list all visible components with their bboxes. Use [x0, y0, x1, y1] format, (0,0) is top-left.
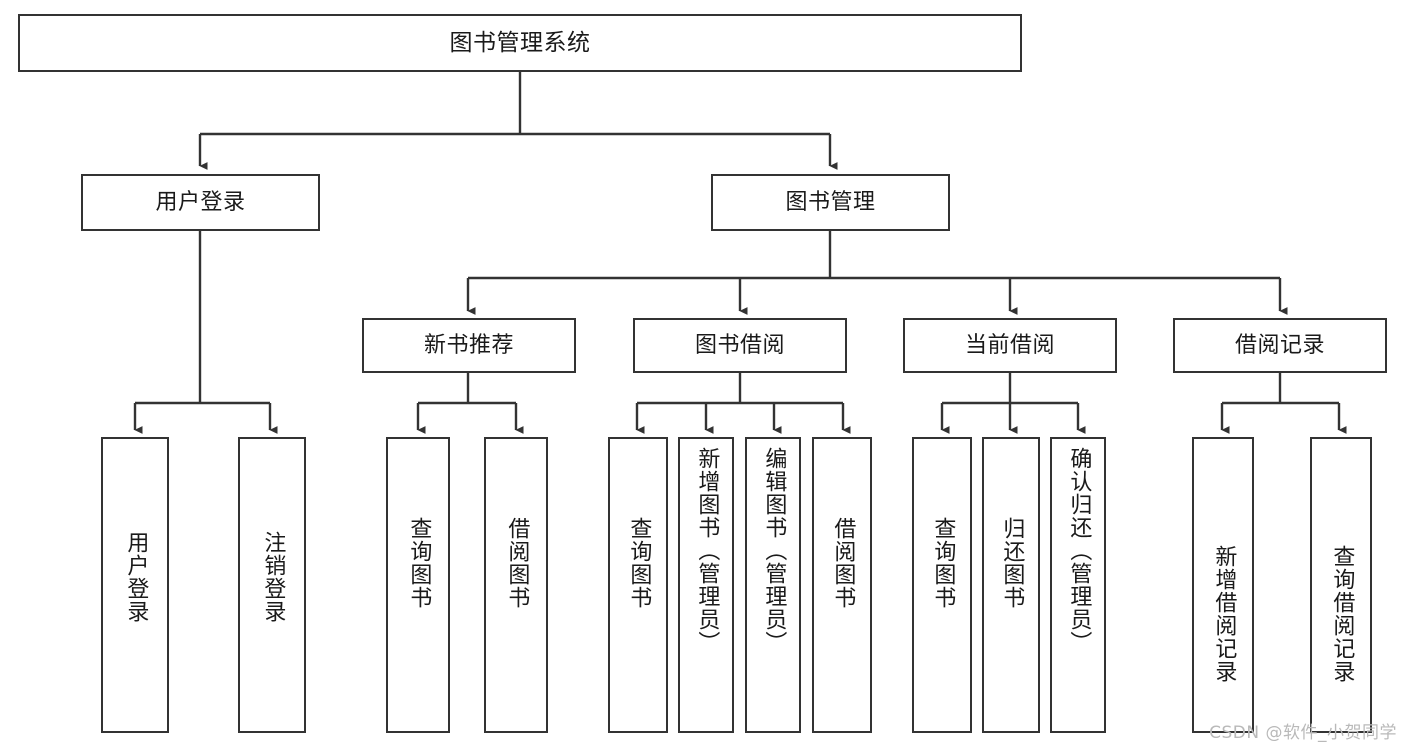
- leaf-edit-book[interactable]: 编辑图书（管理员）: [745, 437, 801, 733]
- node-label: 查询借阅记录: [1329, 545, 1355, 683]
- node-label: 用户登录: [123, 531, 149, 623]
- node-label: 新增图书（管理员）: [694, 447, 720, 654]
- node-label: 借阅图书: [830, 517, 856, 609]
- node-book-manage[interactable]: 图书管理: [711, 174, 950, 231]
- node-label: 图书管理: [785, 189, 876, 215]
- leaf-add-book[interactable]: 新增图书（管理员）: [678, 437, 734, 733]
- node-label: 用户登录: [155, 189, 246, 215]
- leaf-query-borrow-record[interactable]: 查询借阅记录: [1310, 437, 1372, 733]
- node-label: 借阅记录: [1234, 332, 1325, 358]
- leaf-return-book[interactable]: 归还图书: [982, 437, 1040, 733]
- leaf-query-book-1[interactable]: 查询图书: [386, 437, 450, 733]
- node-label: 新增借阅记录: [1211, 545, 1237, 683]
- node-label: 借阅图书: [504, 517, 530, 609]
- leaf-user-logout[interactable]: 注销登录: [238, 437, 306, 733]
- node-label: 确认归还（管理员）: [1066, 447, 1092, 654]
- node-label: 新书推荐: [423, 332, 514, 358]
- node-label: 归还图书: [999, 517, 1025, 609]
- leaf-query-book-3[interactable]: 查询图书: [912, 437, 972, 733]
- node-new-book-recommend[interactable]: 新书推荐: [362, 318, 576, 373]
- csdn-watermark: CSDN @软件_小贺同学: [1209, 723, 1397, 743]
- node-label: 图书借阅: [694, 332, 785, 358]
- leaf-add-borrow-record[interactable]: 新增借阅记录: [1192, 437, 1254, 733]
- node-label: 查询图书: [626, 517, 652, 609]
- leaf-confirm-return[interactable]: 确认归还（管理员）: [1050, 437, 1106, 733]
- node-label: 编辑图书（管理员）: [761, 447, 787, 654]
- node-label: 图书管理系统: [449, 29, 591, 56]
- leaf-user-login[interactable]: 用户登录: [101, 437, 169, 733]
- node-label: 查询图书: [930, 517, 956, 609]
- leaf-borrow-book-2[interactable]: 借阅图书: [812, 437, 872, 733]
- node-root-system[interactable]: 图书管理系统: [18, 14, 1022, 72]
- node-book-borrow[interactable]: 图书借阅: [633, 318, 847, 373]
- leaf-borrow-book-1[interactable]: 借阅图书: [484, 437, 548, 733]
- leaf-query-book-2[interactable]: 查询图书: [608, 437, 668, 733]
- node-label: 查询图书: [406, 517, 432, 609]
- node-current-borrow[interactable]: 当前借阅: [903, 318, 1117, 373]
- node-borrow-record[interactable]: 借阅记录: [1173, 318, 1387, 373]
- node-user-login[interactable]: 用户登录: [81, 174, 320, 231]
- node-label: 注销登录: [260, 531, 286, 623]
- node-label: 当前借阅: [964, 332, 1055, 358]
